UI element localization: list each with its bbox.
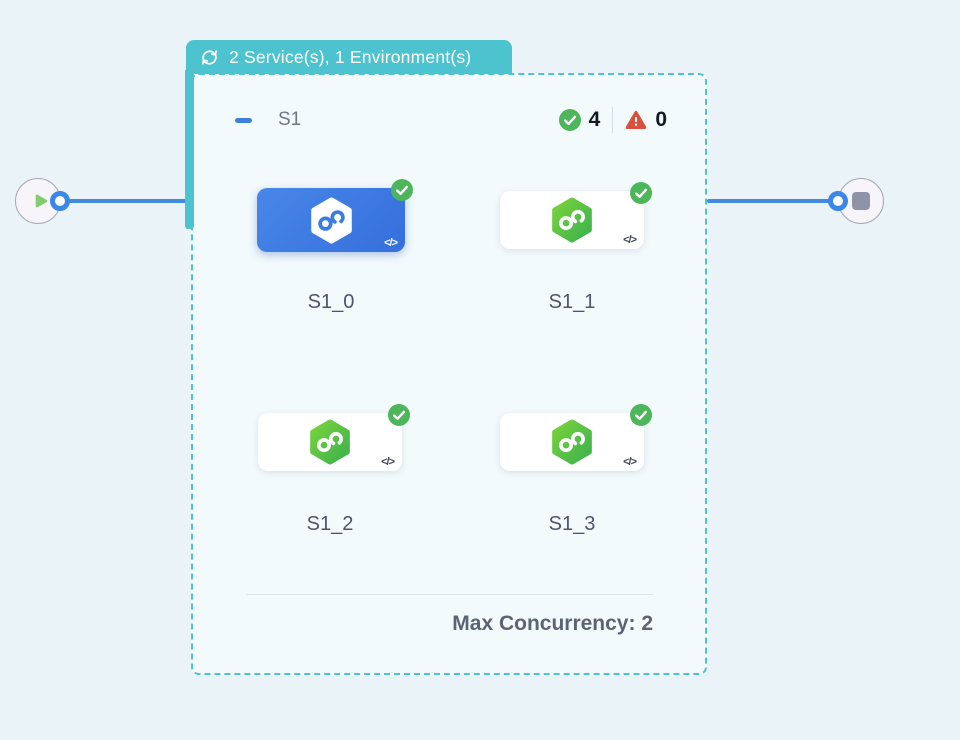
warning-triangle-icon	[626, 110, 647, 129]
code-icon: </>	[381, 456, 395, 468]
service-label-s1-1: S1_1	[548, 291, 596, 313]
check-circle-icon	[558, 109, 581, 131]
group-summary-label: 2 Service(s), 1 Environment(s)	[229, 46, 472, 67]
hexagon-infinity-icon	[552, 419, 592, 465]
group-header: S1 4 0	[235, 106, 667, 134]
stop-icon	[852, 192, 870, 210]
group-left-accent-bar	[185, 70, 194, 229]
start-node-output-port[interactable]	[50, 191, 70, 211]
group-name: S1	[278, 109, 302, 130]
service-card-s1-2[interactable]: </>	[258, 404, 410, 471]
hexagon-infinity-icon	[310, 419, 350, 465]
success-count: 4	[588, 108, 601, 131]
code-icon: </>	[623, 456, 637, 468]
service-card-s1-1[interactable]: </>	[500, 182, 652, 249]
end-node-input-port[interactable]	[828, 191, 848, 211]
edge-group-to-end	[707, 199, 835, 203]
play-icon	[35, 194, 47, 208]
hexagon-infinity-icon	[552, 197, 592, 243]
collapse-group-button[interactable]	[235, 117, 252, 123]
status-divider	[612, 107, 614, 133]
edge-start-to-group	[62, 199, 189, 203]
hexagon-infinity-icon	[310, 196, 352, 244]
service-card-s1-3[interactable]: </>	[500, 404, 652, 471]
environment-group[interactable]: S1 4 0	[191, 73, 707, 675]
service-card-s1-0[interactable]: </>	[257, 179, 413, 252]
code-icon: </>	[623, 234, 637, 246]
service-label-s1-3: S1_3	[548, 513, 596, 535]
failure-count: 0	[655, 108, 667, 131]
success-badge-icon	[391, 179, 413, 201]
success-badge-icon	[630, 404, 652, 426]
code-icon: </>	[384, 237, 398, 249]
service-label-s1-2: S1_2	[306, 513, 354, 535]
max-concurrency-label: Max Concurrency: 2	[452, 612, 653, 635]
service-label-s1-0: S1_0	[307, 291, 355, 313]
footer-divider	[246, 594, 653, 595]
group-status-cluster: 4 0	[558, 107, 667, 133]
group-summary-tab[interactable]: 2 Service(s), 1 Environment(s)	[186, 40, 512, 74]
success-badge-icon	[630, 182, 652, 204]
sync-icon	[201, 49, 218, 65]
success-badge-icon	[388, 404, 410, 426]
